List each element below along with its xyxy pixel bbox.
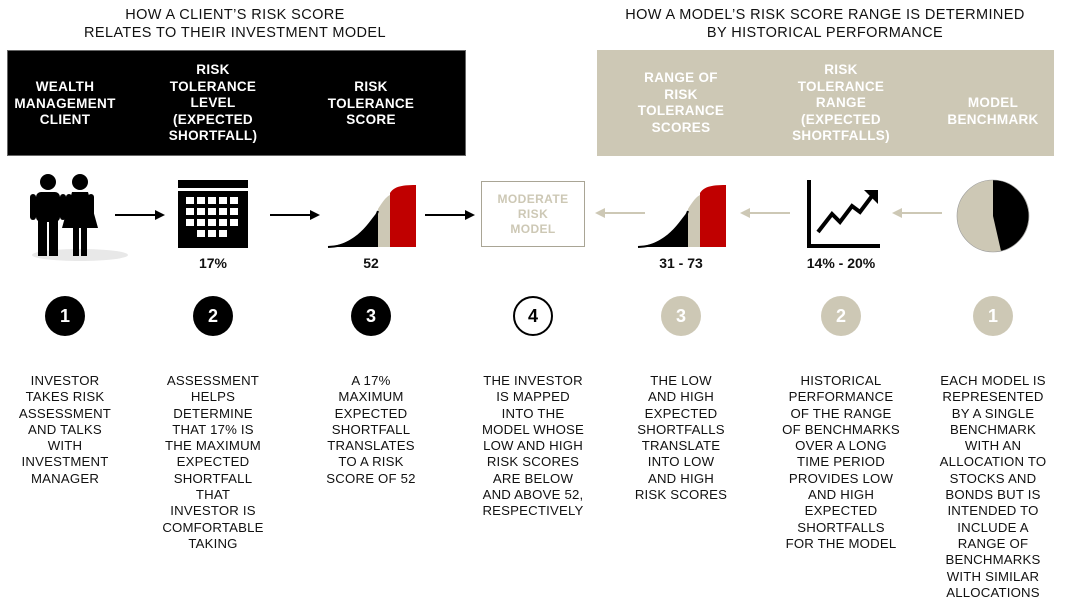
right-title: HOW A MODEL’S RISK SCORE RANGE IS DETERM… [625, 7, 1025, 41]
step-circle-right-2: 2 [821, 296, 861, 336]
pie-chart-icon [956, 179, 1030, 253]
header-wealth-management-client: WEALTH MANAGEMENT CLIENT [14, 79, 116, 127]
step-circle-right-1: 1 [973, 296, 1013, 336]
step-circle-right-3: 3 [661, 296, 701, 336]
description-right-step-1: EACH MODEL IS REPRESENTED BY A SINGLE BE… [939, 373, 1047, 600]
arrow-right [115, 210, 165, 220]
header-range-of-risk-tolerance-scores: RANGE OF RISK TOLERANCE SCORES [637, 70, 725, 135]
description-step-2: ASSESSMENT HELPS DETERMINE THAT 17% IS T… [162, 373, 264, 551]
calendar-icon [178, 180, 248, 248]
line-chart-icon [807, 180, 880, 248]
left-title: HOW A CLIENT’S RISK SCORE RELATES TO THE… [84, 7, 386, 41]
header-risk-tolerance-range: RISK TOLERANCE RANGE (EXPECTED SHORTFALL… [792, 62, 890, 143]
description-step-1: INVESTOR TAKES RISK ASSESSMENT AND TALKS… [18, 373, 112, 486]
step-circle-1: 1 [45, 296, 85, 336]
description-right-step-2: HISTORICAL PERFORMANCE OF THE RANGE OF B… [782, 373, 900, 551]
header-risk-tolerance-score: RISK TOLERANCE SCORE [327, 79, 415, 127]
description-step-4: THE INVESTOR IS MAPPED INTO THE MODEL WH… [481, 373, 585, 519]
model-box: MODERATE RISK MODEL [481, 181, 585, 247]
people-icon [30, 174, 128, 261]
step-circle-3: 3 [351, 296, 391, 336]
arrow-right [270, 210, 320, 220]
value-17-percent: 17% [198, 255, 228, 271]
left-header-panel [7, 50, 466, 156]
step-circle-2: 2 [193, 296, 233, 336]
arrow-right [425, 210, 475, 220]
value-14-20-percent: 14% - 20% [806, 255, 876, 271]
risk-curve-icon [327, 185, 416, 248]
header-risk-tolerance-level: RISK TOLERANCE LEVEL (EXPECTED SHORTFALL… [168, 62, 258, 143]
right-header-panel [597, 50, 1054, 156]
description-step-3: A 17% MAXIMUM EXPECTED SHORTFALL TRANSLA… [326, 373, 416, 486]
step-circle-4: 4 [513, 296, 553, 336]
header-model-benchmark: MODEL BENCHMARK [947, 95, 1039, 127]
risk-curve-icon [637, 185, 726, 248]
arrow-left [740, 208, 790, 218]
value-31-73: 31 - 73 [659, 255, 703, 271]
description-right-step-3: THE LOW AND HIGH EXPECTED SHORTFALLS TRA… [634, 373, 728, 503]
arrow-left [892, 208, 942, 218]
value-52: 52 [363, 255, 379, 271]
arrow-left [595, 208, 645, 218]
